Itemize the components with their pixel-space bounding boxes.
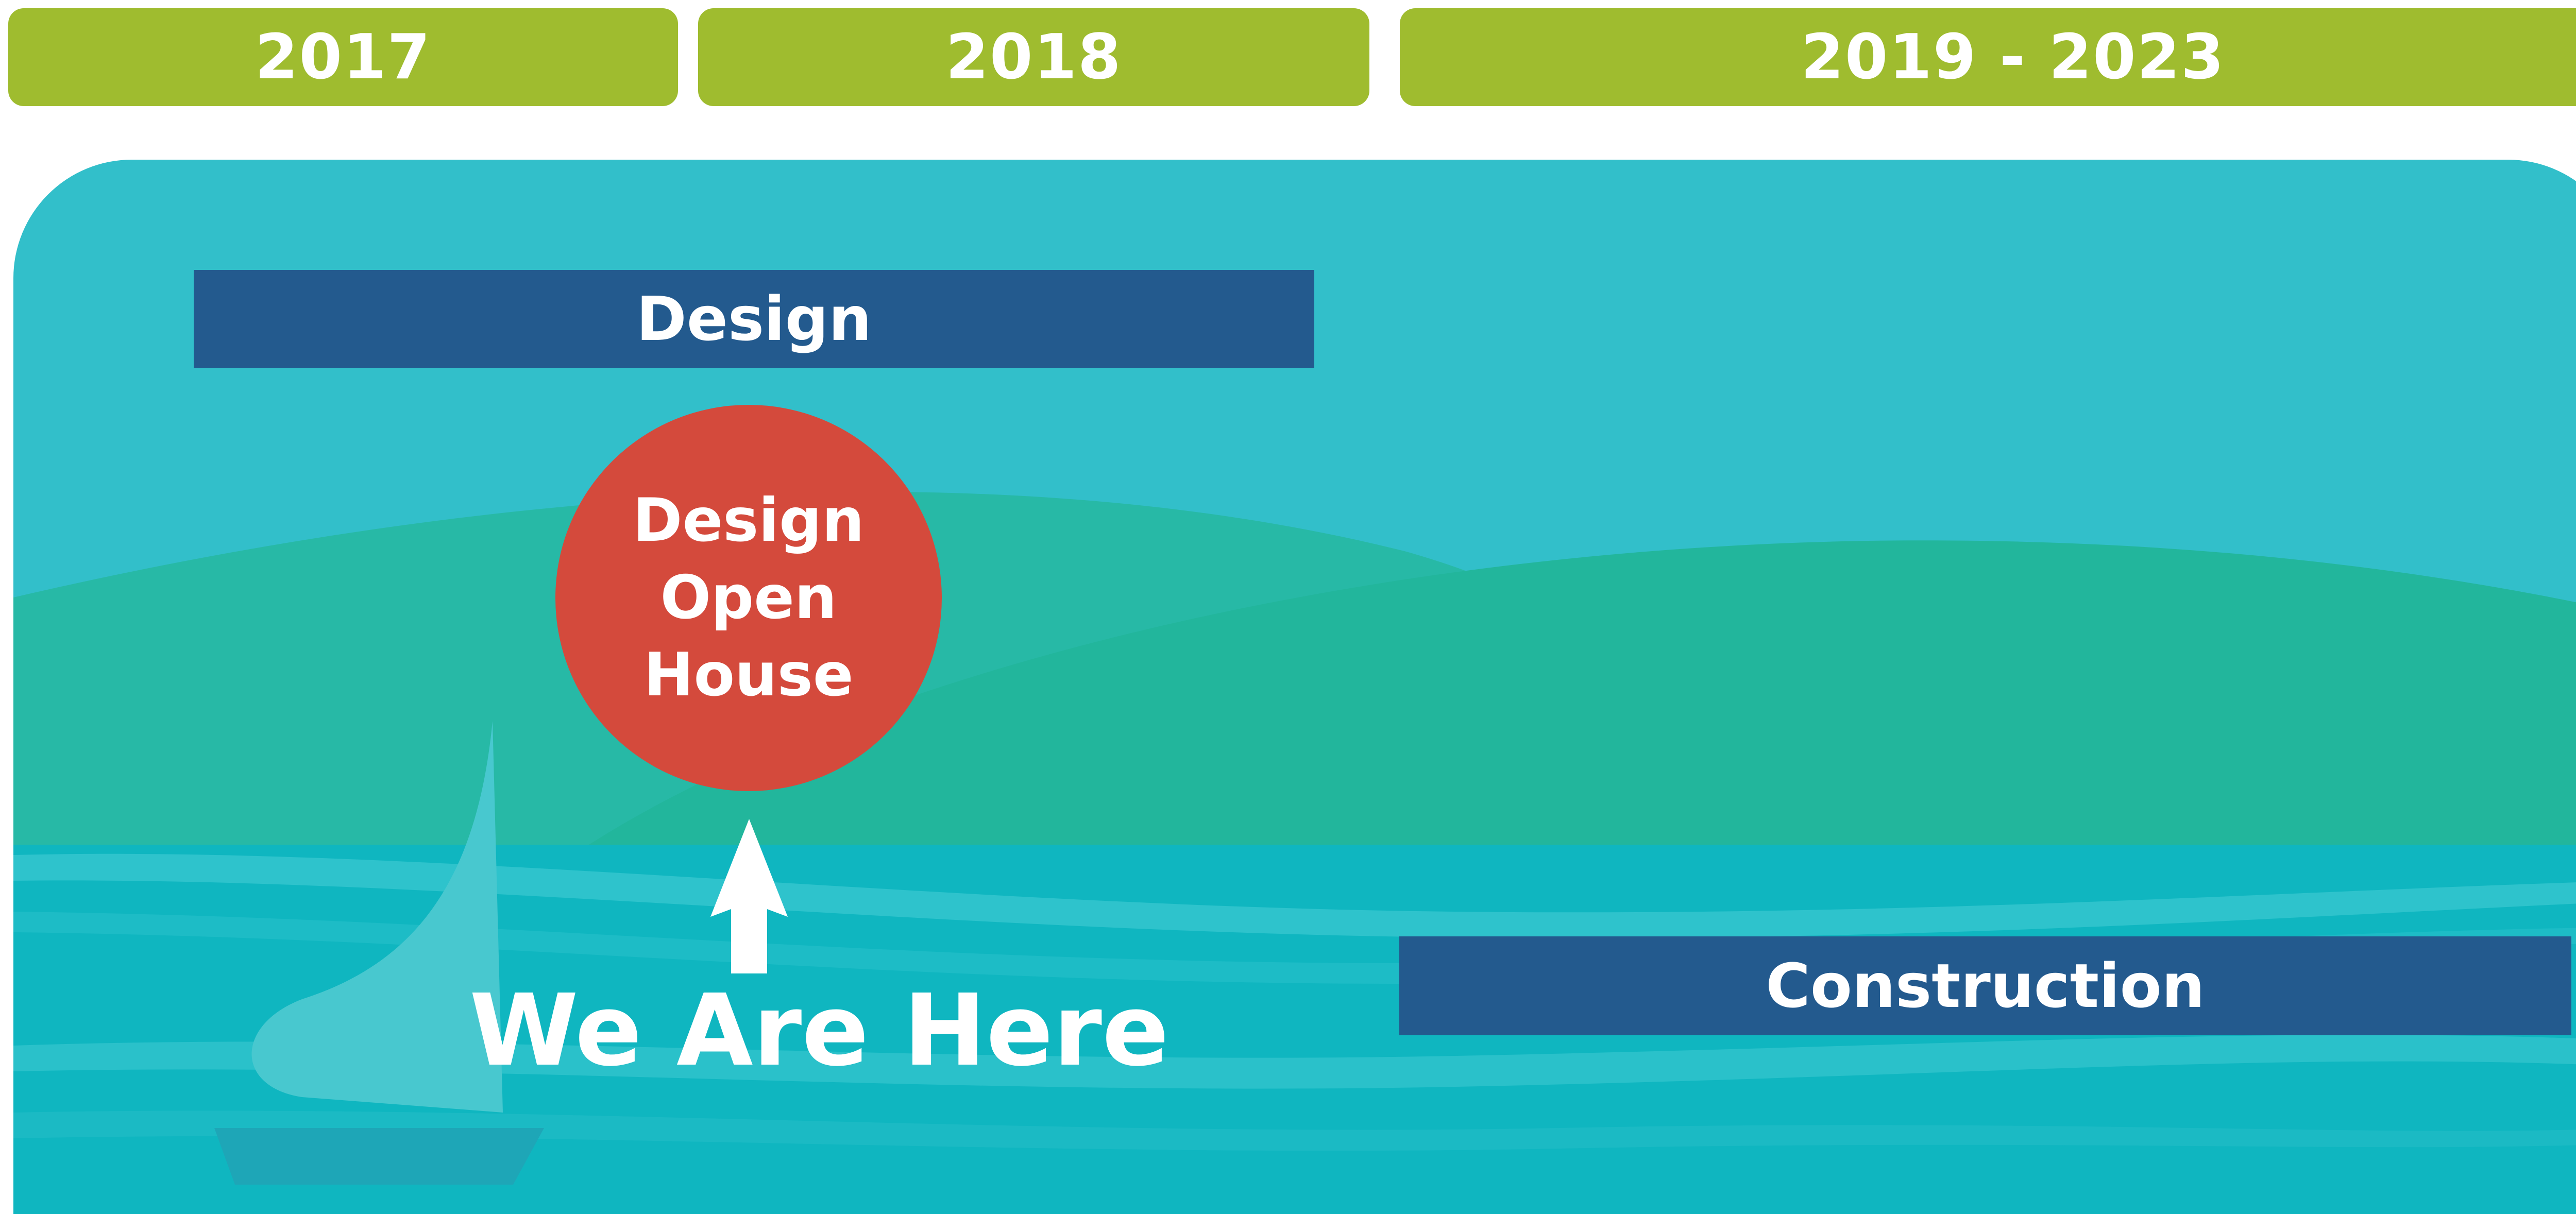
- year-tab-2018: 2018: [698, 8, 1369, 106]
- year-label: 2019 - 2023: [1801, 21, 2225, 93]
- wave-4: [13, 1110, 2576, 1151]
- design-open-house-milestone: Design Open House: [555, 405, 942, 791]
- design-phase-bar: Design: [194, 270, 1314, 368]
- hill-right: [477, 540, 2576, 932]
- year-label: 2017: [255, 21, 431, 93]
- wave-1: [13, 853, 2576, 938]
- year-tab-2019-2023: 2019 - 2023: [1400, 8, 2576, 106]
- wave-3: [13, 1035, 2576, 1089]
- milestone-line: Design: [633, 486, 865, 555]
- boat-hull: [214, 1128, 544, 1185]
- year-label: 2018: [945, 21, 1122, 93]
- construction-phase-bar: Construction: [1399, 936, 2571, 1035]
- year-tab-2017: 2017: [8, 8, 678, 106]
- sail-shape: [251, 721, 503, 1113]
- phase-label: Construction: [1766, 950, 2205, 1021]
- phase-label: Design: [636, 283, 872, 354]
- milestone-line: House: [643, 640, 854, 710]
- we-are-here-label: We Are Here: [469, 973, 1170, 1088]
- up-arrow-icon: [710, 819, 788, 973]
- milestone-line: Open: [660, 563, 837, 632]
- timeline-scene: Design Design Open House We Are Here Con…: [13, 160, 2576, 1214]
